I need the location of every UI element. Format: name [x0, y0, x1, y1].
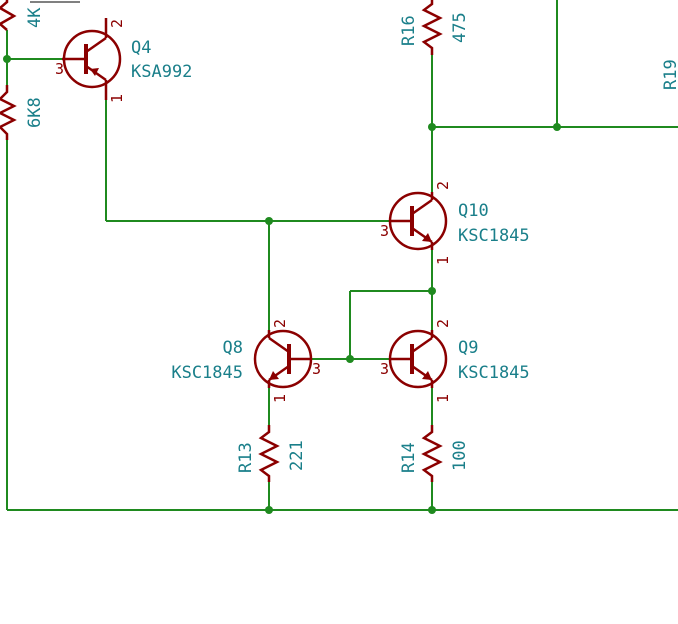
q9-pin-base: 3 [380, 360, 389, 378]
q9-pin-collector: 2 [434, 319, 452, 328]
transistor-q9: 3 2 1 Q9 KSC1845 [380, 319, 530, 403]
resistor-r14: R14 100 [399, 425, 470, 482]
q8-ref: Q8 [223, 338, 243, 358]
q8-pin-collector: 2 [271, 319, 289, 328]
q10-ref: Q10 [458, 201, 489, 221]
r14-value: 100 [450, 440, 470, 471]
q4-ref: Q4 [131, 38, 151, 58]
junction-base-link [346, 355, 354, 363]
q4-pin-base: 3 [55, 60, 64, 78]
wires [6, 0, 678, 511]
junctions [3, 55, 561, 514]
q9-value: KSC1845 [458, 363, 530, 383]
transistor-q8: 3 2 1 Q8 KSC1845 [171, 319, 321, 403]
resistor-top-left: 4K [0, 0, 45, 31]
transistor-q4: 3 2 1 Q4 KSA992 [55, 18, 192, 103]
q10-pin-emitter: 1 [434, 256, 452, 265]
junction-q10-emitter [428, 287, 436, 295]
junction-q8-collector [265, 217, 273, 225]
resistor-r19: R19 [661, 59, 678, 90]
junction-r14-gnd [428, 506, 436, 514]
junction-left [3, 55, 11, 63]
resistor-r16: R16 475 [399, 0, 470, 55]
q9-ref: Q9 [458, 338, 478, 358]
r16-ref: R16 [399, 15, 419, 46]
q10-pin-base: 3 [380, 222, 389, 240]
junction-r13-gnd [265, 506, 273, 514]
junction-q10-collector [428, 123, 436, 131]
r19-ref: R19 [661, 59, 678, 90]
q8-value: KSC1845 [171, 363, 243, 383]
q4-pin-collector: 2 [108, 19, 126, 28]
r13-ref: R13 [236, 442, 256, 473]
q10-pin-collector: 2 [434, 181, 452, 190]
resistor-left-value: 6K8 [25, 97, 45, 128]
resistor-r13: R13 221 [236, 425, 307, 482]
resistor-top-left-value: 4K [25, 7, 45, 28]
r16-value: 475 [450, 12, 470, 43]
transistor-q10: 3 2 1 Q10 KSC1845 [380, 181, 530, 265]
r13-value: 221 [287, 440, 307, 471]
q4-value: KSA992 [131, 62, 192, 82]
q9-pin-emitter: 1 [434, 394, 452, 403]
r14-ref: R14 [399, 442, 419, 473]
resistor-left-6k8: 6K8 [0, 85, 45, 140]
q8-pin-emitter: 1 [271, 394, 289, 403]
junction-right [553, 123, 561, 131]
q10-value: KSC1845 [458, 226, 530, 246]
q8-pin-base: 3 [312, 360, 321, 378]
q4-pin-emitter: 1 [108, 94, 126, 103]
